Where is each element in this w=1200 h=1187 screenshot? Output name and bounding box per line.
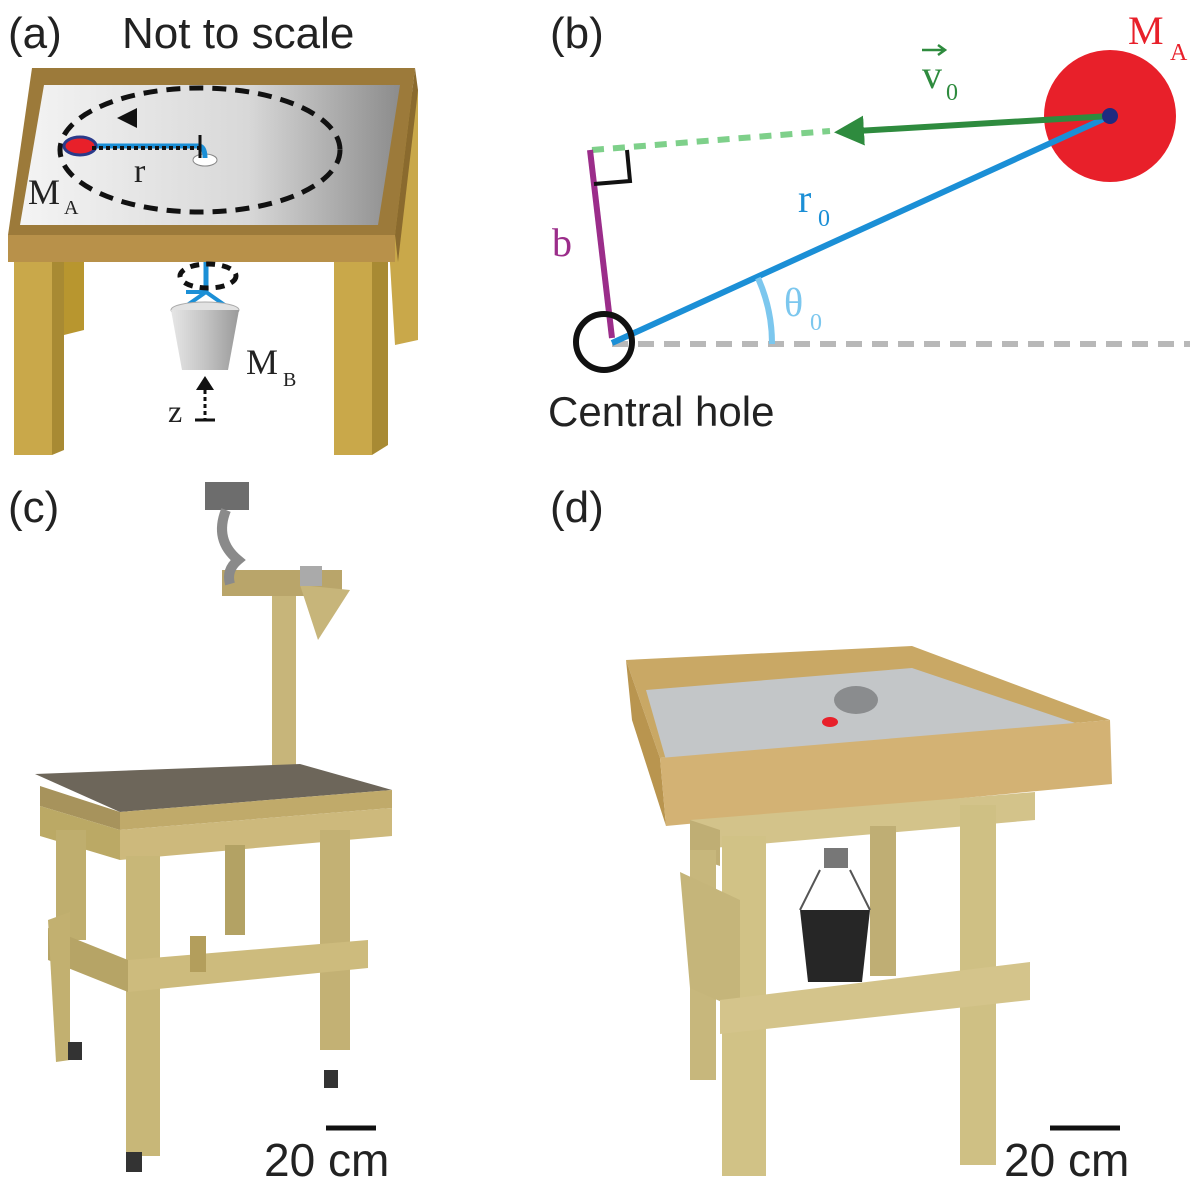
puck-ma xyxy=(62,135,98,157)
radius-subscript-b: 0 xyxy=(818,206,830,232)
scale-bar-d-label: 20 cm xyxy=(1004,1134,1129,1186)
panel-a: (a) Not to scale r M A xyxy=(8,9,418,455)
velocity-subscript: 0 xyxy=(946,80,958,106)
photo-table-d xyxy=(626,646,1112,1176)
right-angle-mark xyxy=(593,149,633,186)
mass-a-symbol-b: M xyxy=(1128,8,1164,53)
photo-table-c xyxy=(35,482,392,1172)
impact-parameter-line xyxy=(587,149,615,339)
panel-d-label: (d) xyxy=(550,483,604,532)
panel-b: (b) M A v 0 r 0 b θ 0 Central hole xyxy=(548,8,1190,435)
bucket-mb xyxy=(171,310,239,370)
velocity-extension xyxy=(591,128,831,153)
central-hole-label: Central hole xyxy=(548,388,774,435)
angle-symbol: θ xyxy=(784,280,803,325)
mass-b-symbol: M xyxy=(246,342,278,382)
scale-bar-c-label: 20 cm xyxy=(264,1134,389,1186)
vector-arrow-icon xyxy=(922,43,948,57)
panel-d: (d) 20 cm xyxy=(550,483,1129,1186)
dashed-orbit-icon xyxy=(177,261,239,291)
panel-b-label: (b) xyxy=(550,9,604,58)
orbit-arrow-icon xyxy=(117,108,137,128)
velocity-arrow xyxy=(834,113,1111,146)
central-hole-circle xyxy=(573,311,635,373)
mass-b-subscript: B xyxy=(283,369,296,391)
angle-subscript: 0 xyxy=(810,310,822,336)
mass-center-dot xyxy=(1102,108,1118,124)
radius-symbol-b: r xyxy=(798,176,811,221)
mass-a-subscript: A xyxy=(64,197,79,219)
not-to-scale-note: Not to scale xyxy=(122,9,354,58)
mass-a-subscript-b: A xyxy=(1170,40,1188,66)
height-symbol: z xyxy=(168,393,182,429)
mass-a-symbol: M xyxy=(28,172,60,212)
panel-a-label: (a) xyxy=(8,9,62,58)
panel-c: (c) xyxy=(8,482,392,1186)
panel-c-label: (c) xyxy=(8,483,59,532)
angle-arc xyxy=(755,276,776,345)
orbit-path xyxy=(57,85,343,215)
impact-symbol: b xyxy=(552,220,572,265)
radius-line xyxy=(610,113,1112,346)
velocity-symbol: v xyxy=(922,52,942,97)
radius-symbol: r xyxy=(134,153,146,190)
